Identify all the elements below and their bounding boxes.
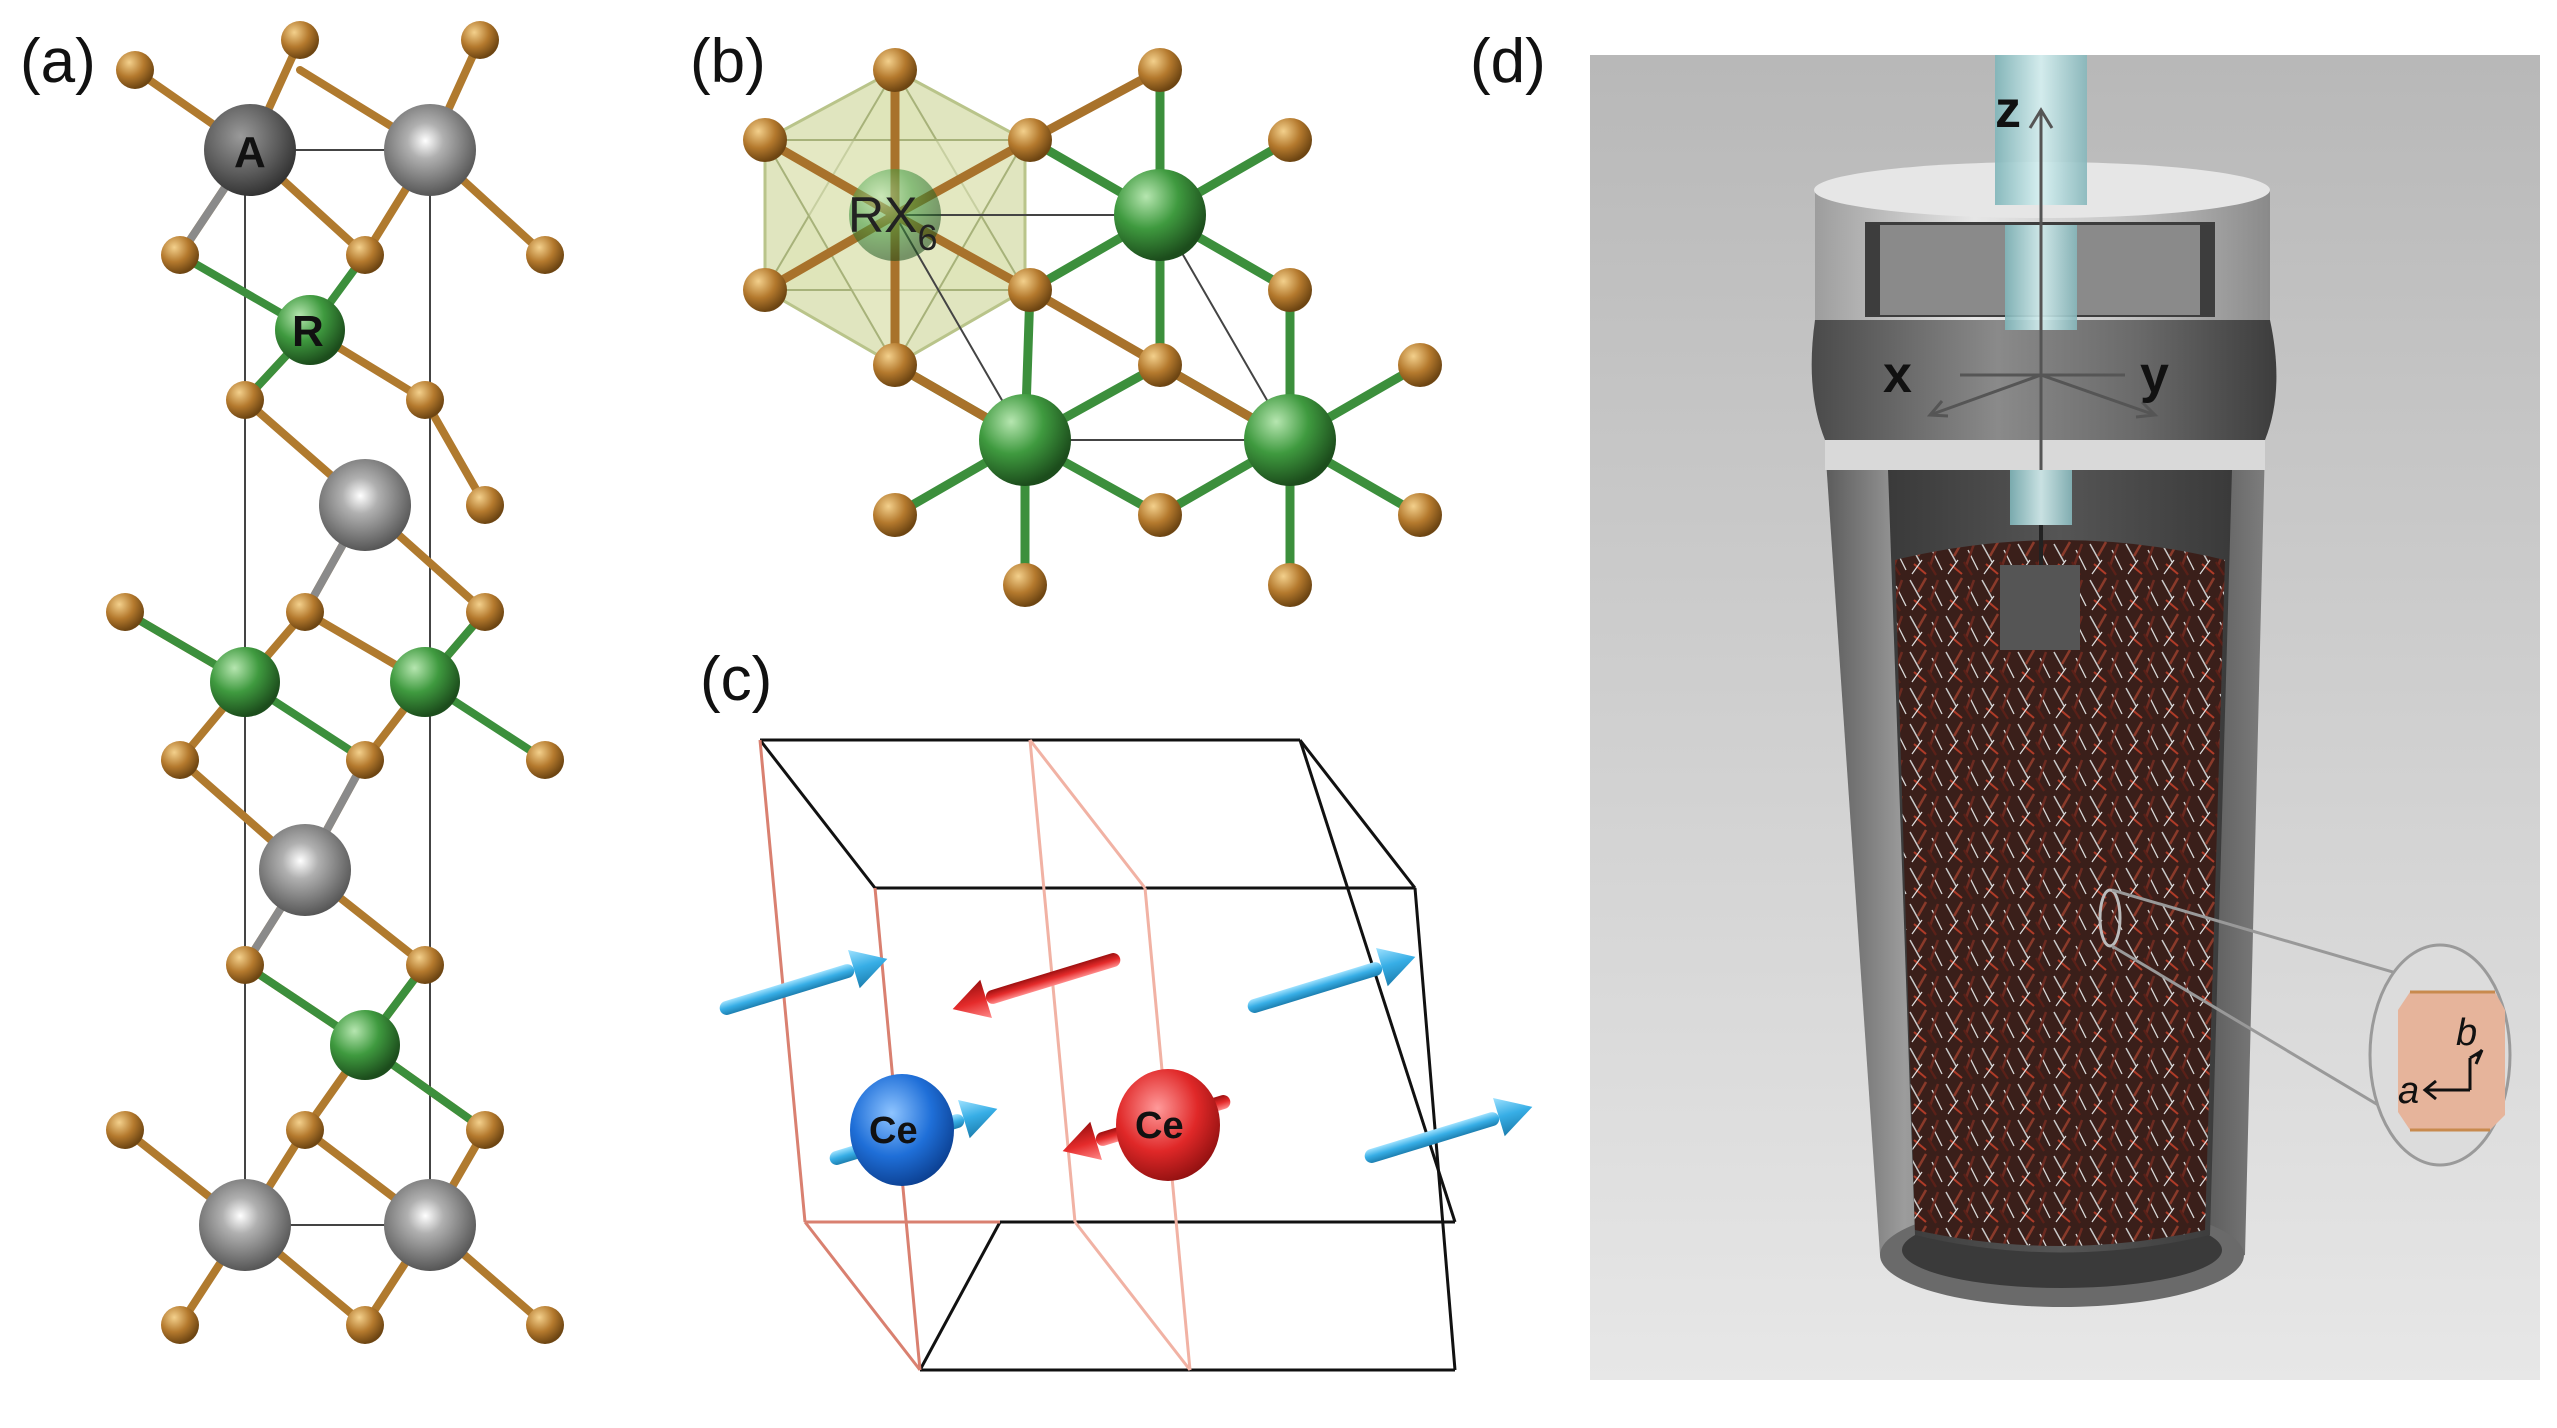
r-atoms-a (210, 295, 460, 1080)
magnetic-unit-cell (758, 738, 1457, 1372)
r-atoms-b (849, 169, 1336, 486)
zoom-source (2098, 888, 2122, 948)
panel-b-top-view: RX6 (743, 48, 1442, 607)
crystal-axes (2422, 1048, 2484, 1101)
support-rod-bottom (2010, 470, 2072, 525)
panel-a-layered-structure: A R (106, 21, 564, 1344)
panel-label-a: (a) (20, 27, 96, 96)
panel-label-c: (c) (700, 645, 772, 714)
collar-highlight (1825, 440, 2265, 470)
zoom-line-top (2111, 888, 2421, 982)
x-atoms-b (743, 48, 1442, 607)
zoom-line-bottom (2111, 944, 2421, 1132)
crystal-axis-a: a (2398, 1070, 2419, 1112)
x-atoms-a (106, 21, 564, 1344)
axis-label-z: z (1995, 81, 2021, 139)
axis-label-x: x (1883, 346, 1912, 404)
collar-ring (1811, 320, 2277, 440)
panel-label-b: (b) (690, 27, 766, 96)
panel-d-sample-holder: z x y a b (1590, 55, 2540, 1380)
a-atoms-a (199, 104, 476, 1271)
ce-ion-blue: Ce (850, 1074, 954, 1186)
axis-label-y: y (2140, 346, 2169, 404)
sample-crystals (1895, 540, 2225, 1246)
atom-label-r: R (292, 307, 324, 356)
rod-holder (2000, 565, 2080, 650)
atom-label-a: A (234, 128, 266, 177)
coordinate-axes (1926, 107, 2159, 470)
single-crystal (2398, 992, 2505, 1130)
panel-c-magnetic-cell: Ce Ce (719, 738, 1533, 1372)
ce-ion-red: Ce (1116, 1069, 1220, 1181)
ce-label-blue: Ce (869, 1110, 918, 1152)
ce-label-red: Ce (1135, 1105, 1184, 1147)
panel-label-d: (d) (1470, 27, 1546, 96)
rx6-label: RX6 (848, 187, 938, 258)
crystal-axis-b: b (2456, 1012, 2477, 1054)
